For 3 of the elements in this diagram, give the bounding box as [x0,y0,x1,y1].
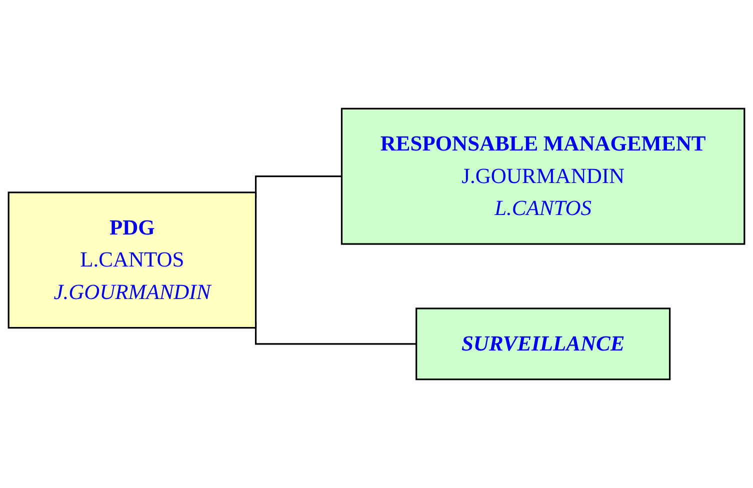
node-box: RESPONSABLE MANAGEMENT J.GOURMANDIN L.CANTOS [340,108,746,245]
node-box: SURVEILLANCE [416,308,671,380]
node-box: PDG L.CANTOS J.GOURMANDIN [8,192,257,329]
